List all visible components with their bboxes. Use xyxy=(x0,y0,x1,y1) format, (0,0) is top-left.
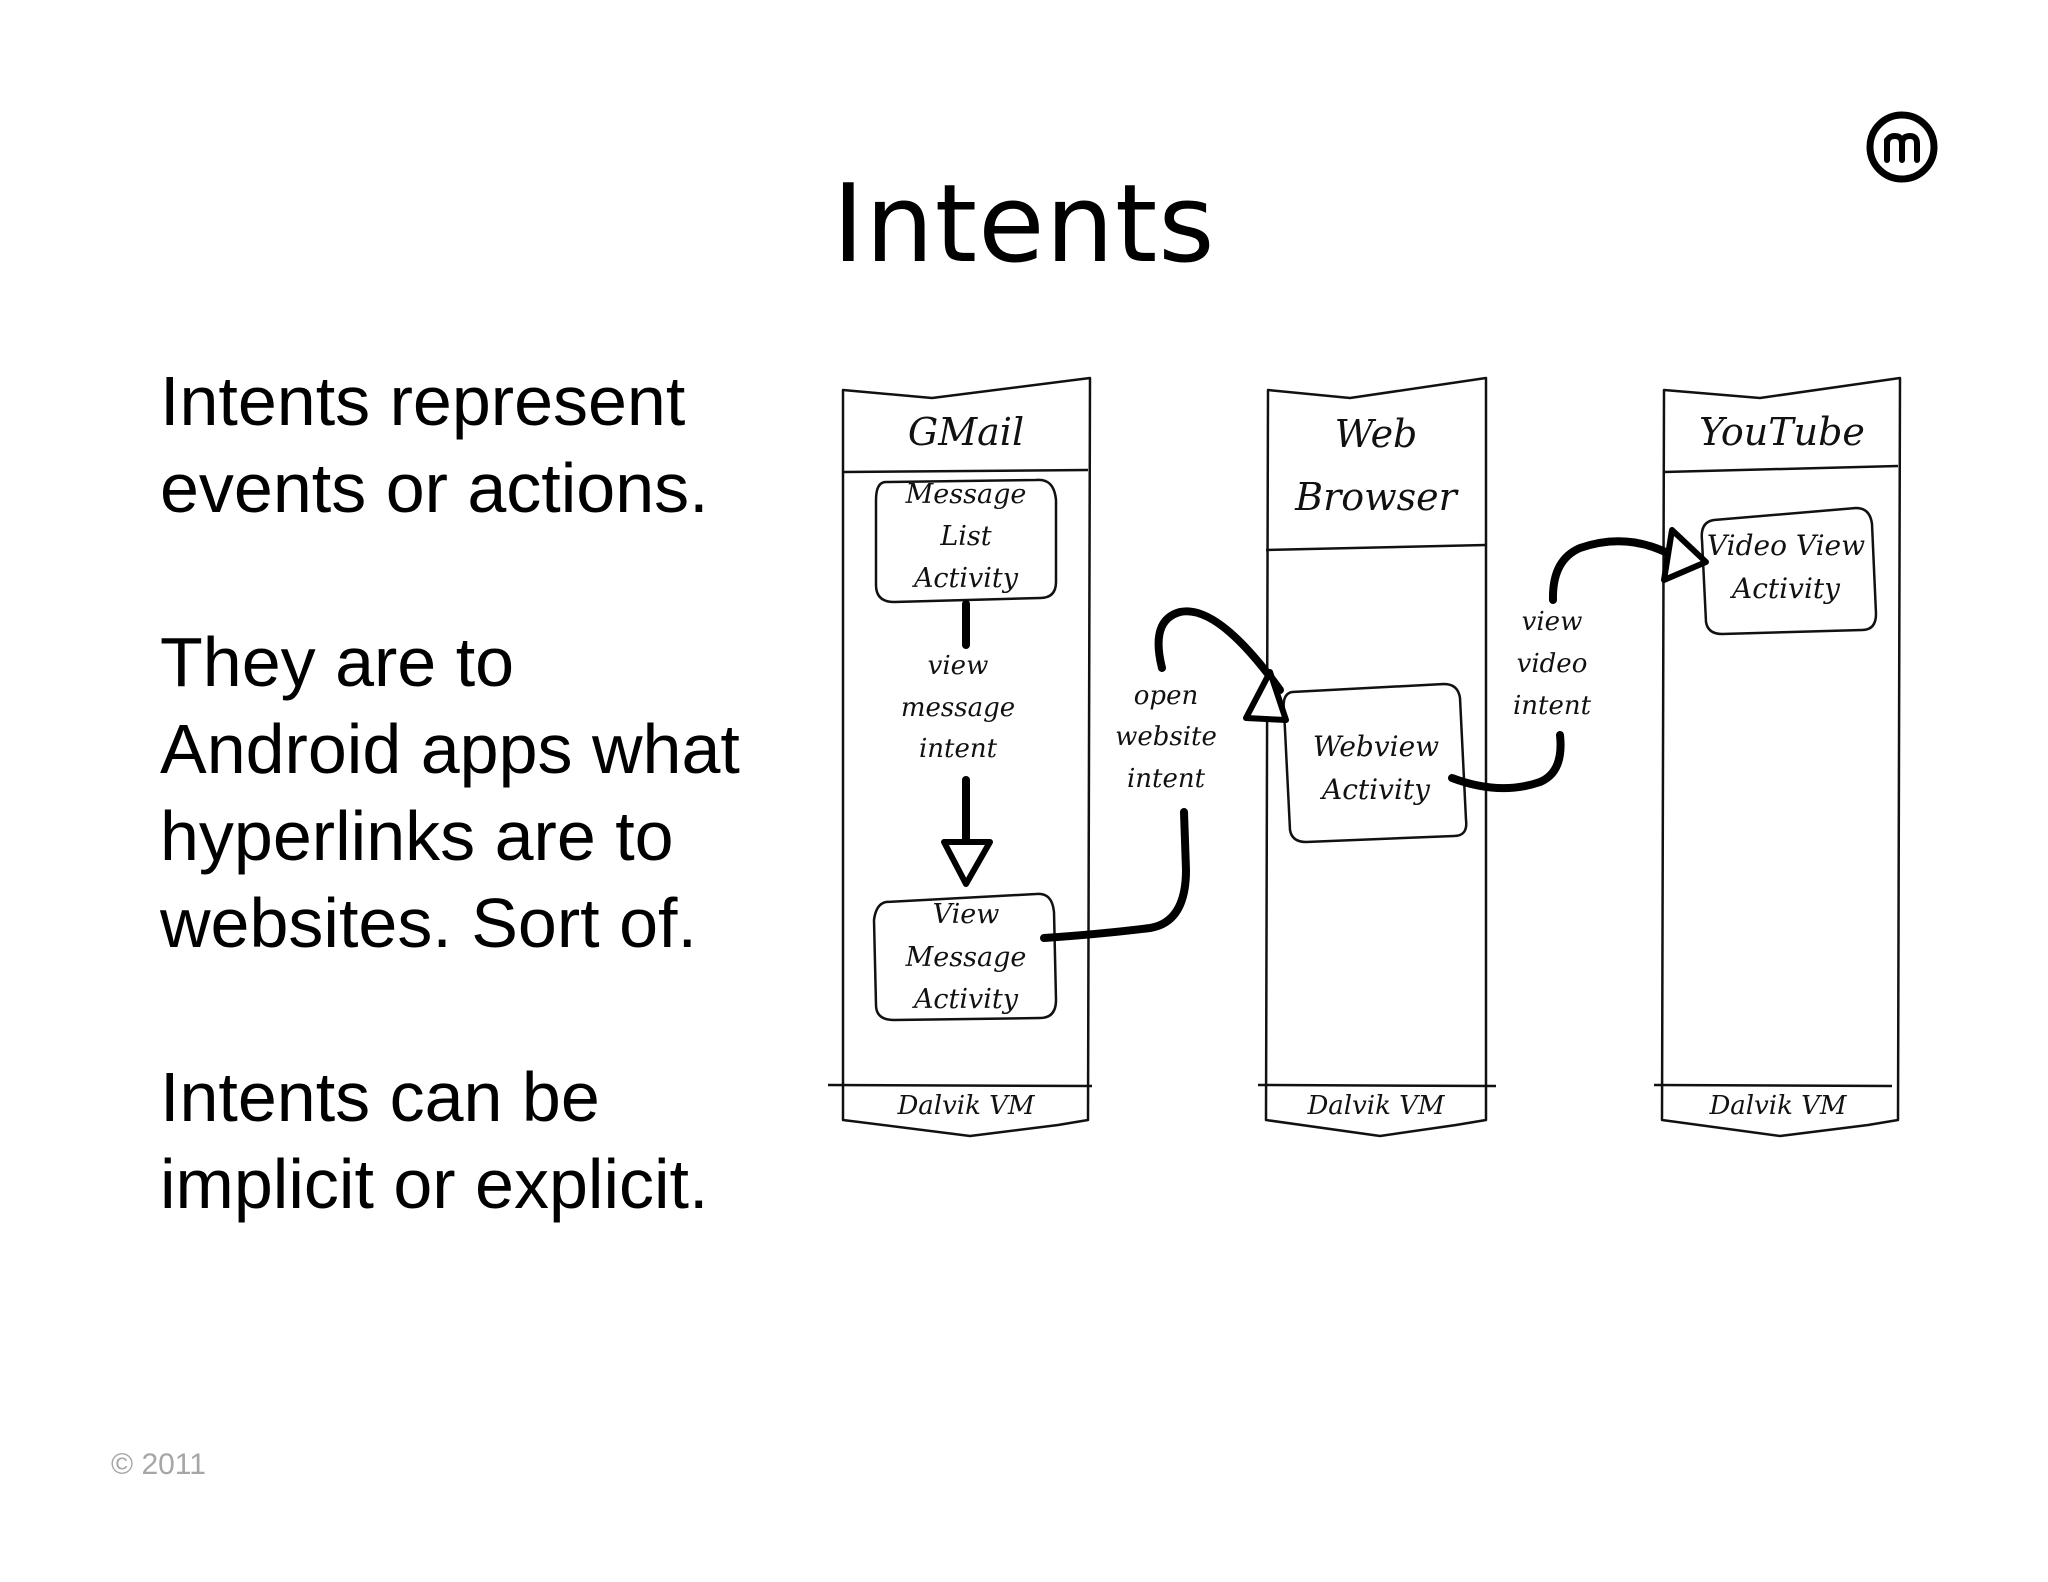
bullet-line: websites. Sort of. xyxy=(160,884,697,962)
bullet-line: hyperlinks are to xyxy=(160,797,674,875)
message-list-activity-box xyxy=(874,478,1058,604)
view-message-activity-line1: View xyxy=(933,899,1000,930)
view-video-arrowhead-icon xyxy=(1661,527,1709,583)
view-message-intent-line3: intent xyxy=(919,734,998,764)
video-view-activity-line2: Activity xyxy=(1729,572,1841,605)
message-list-activity-line2: List xyxy=(939,521,991,552)
view-video-intent-line1: view xyxy=(1522,607,1583,637)
bullet-line: Android apps what xyxy=(160,710,740,788)
view-video-intent-line3: intent xyxy=(1513,691,1592,721)
youtube-label: YouTube xyxy=(1699,410,1865,454)
gmail-label: GMail xyxy=(908,410,1024,454)
open-website-intent-line3: intent xyxy=(1127,764,1206,794)
youtube-column xyxy=(1653,376,1902,1138)
video-view-activity-box xyxy=(1700,506,1878,636)
gmail-column xyxy=(827,376,1093,1138)
bullet-paragraph: They are to Android apps what hyperlinks… xyxy=(160,619,820,967)
open-website-intent-line2: website xyxy=(1115,722,1217,752)
web-browser-column xyxy=(1257,376,1497,1138)
web-browser-label-line1: Web xyxy=(1335,412,1418,456)
message-list-activity-line3: Activity xyxy=(911,563,1019,594)
message-list-activity-line1: Message xyxy=(905,479,1027,510)
gmail-dalvik-vm-label: Dalvik VM xyxy=(896,1091,1035,1121)
bullet-line: They are to xyxy=(160,623,515,701)
view-message-activity-line3: Activity xyxy=(911,984,1019,1015)
bullet-line: implicit or explicit. xyxy=(160,1145,709,1223)
bullet-line: events or actions. xyxy=(160,449,709,527)
web-browser-label-line2: Browser xyxy=(1294,475,1459,519)
open-website-arrowhead-icon xyxy=(1243,669,1289,723)
video-view-activity-line1: Video View xyxy=(1707,529,1865,562)
view-video-intent-line2: video xyxy=(1517,649,1588,679)
browser-dalvik-vm-label: Dalvik VM xyxy=(1306,1091,1445,1121)
bullet-line: Intents represent xyxy=(160,362,686,440)
view-message-activity-line2: Message xyxy=(905,942,1027,973)
webview-activity-line2: Activity xyxy=(1319,773,1431,806)
open-website-intent-line1: open xyxy=(1134,681,1198,711)
open-website-intent-arrow xyxy=(1040,607,1284,942)
view-message-activity-box xyxy=(872,892,1058,1022)
bullet-paragraph: Intents can be implicit or explicit. xyxy=(160,1054,820,1228)
slide-title: Intents xyxy=(832,162,1216,287)
youtube-dalvik-vm-label: Dalvik VM xyxy=(1708,1091,1847,1121)
copyright-notice: © 2011 xyxy=(111,1448,206,1481)
webview-activity-line1: Webview xyxy=(1313,730,1439,763)
intents-diagram: GMail Web Browser YouTube Dalvik VM Dalv… xyxy=(827,376,1902,1138)
webview-activity-box xyxy=(1282,682,1468,844)
view-message-intent-line2: message xyxy=(901,693,1015,723)
bullet-text: Intents represent events or actions. The… xyxy=(160,358,820,1315)
view-video-intent-arrow xyxy=(1448,537,1684,793)
view-message-intent-line1: view xyxy=(928,651,989,681)
bullet-line: Intents can be xyxy=(160,1058,600,1136)
bullet-paragraph: Intents represent events or actions. xyxy=(160,358,820,532)
m-circle-logo-icon xyxy=(1866,111,1938,183)
view-message-arrowhead-icon xyxy=(941,839,993,887)
